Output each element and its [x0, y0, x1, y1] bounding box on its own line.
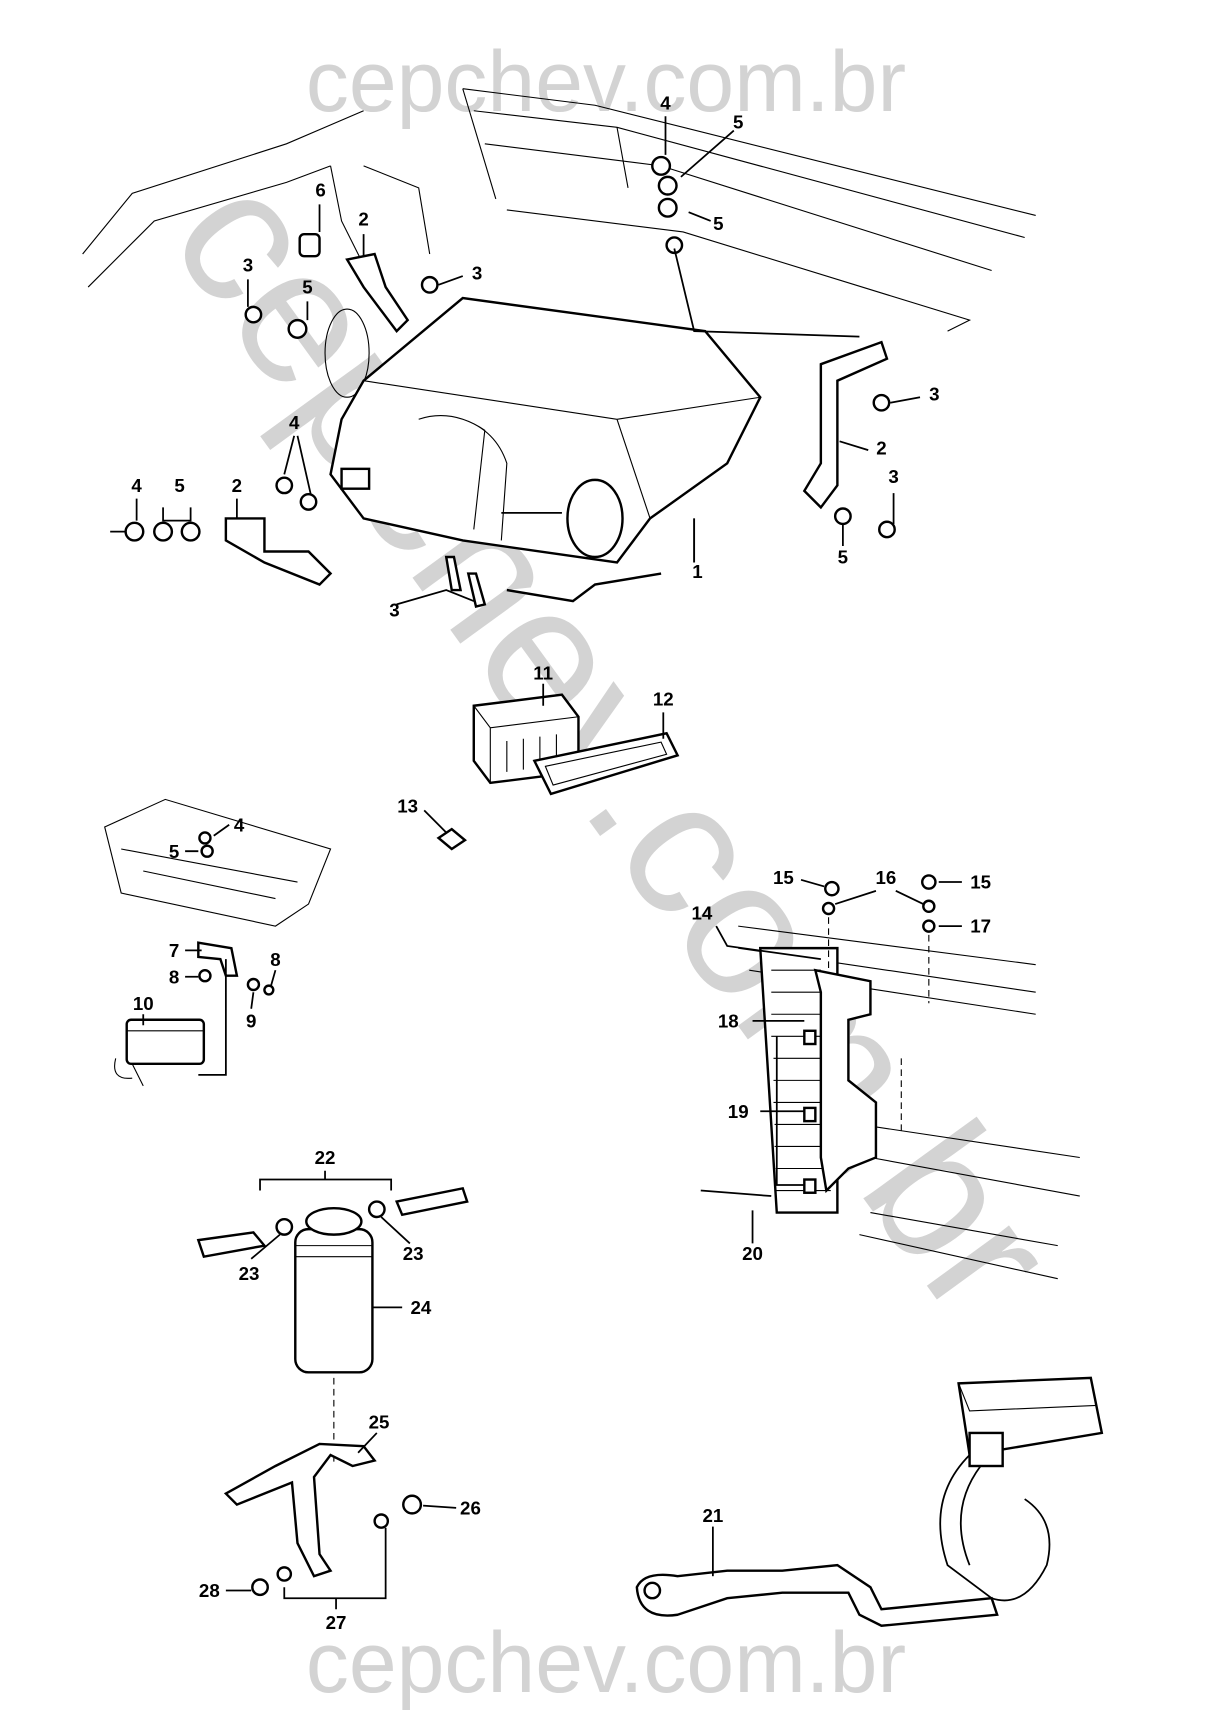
callout-10: 10: [133, 993, 154, 1014]
callout-23: 23: [403, 1243, 424, 1264]
callout-24: 24: [410, 1297, 431, 1318]
callout-3: 3: [888, 466, 898, 487]
leader-lines-top: [110, 116, 921, 606]
callout-20: 20: [742, 1243, 763, 1264]
watermark-bottom: cepchev.com.br: [306, 1615, 906, 1711]
bracket-left-lower: [224, 517, 333, 586]
bracket-left-upper: [345, 252, 410, 333]
callout-28: 28: [199, 1580, 220, 1601]
callout-15: 15: [970, 872, 991, 893]
wiring-harness: [635, 1376, 1104, 1628]
callout-5: 5: [174, 475, 184, 496]
callout-8: 8: [270, 949, 280, 970]
callout-4: 4: [234, 814, 245, 835]
control-panel-assembly: [423, 683, 680, 851]
callout-11: 11: [533, 662, 553, 683]
condenser-assembly: [700, 874, 1080, 1280]
callout-4: 4: [131, 475, 142, 496]
callout-5: 5: [169, 841, 179, 862]
callout-3: 3: [929, 384, 939, 405]
callout-4: 4: [660, 93, 671, 114]
firewall-body-panel: [82, 88, 1036, 398]
callout-6: 6: [315, 180, 325, 201]
callout-18: 18: [718, 1010, 739, 1031]
callout-12: 12: [653, 689, 674, 710]
heater-assembly: [329, 296, 762, 603]
callout-5: 5: [302, 277, 312, 298]
callout-8: 8: [169, 966, 179, 987]
callout-2: 2: [232, 475, 242, 496]
callout-4: 4: [289, 412, 300, 433]
callout-labels: 4 5 5 6 2 3 3 5 3 2 3 5 1 4 4 5 2 3 11 1…: [131, 93, 991, 1633]
callout-3: 3: [389, 599, 399, 620]
receiver-drier-assembly: [196, 1170, 469, 1610]
callout-16: 16: [875, 867, 896, 888]
callout-27: 27: [326, 1612, 347, 1633]
callout-3: 3: [243, 255, 253, 276]
callout-15: 15: [773, 867, 794, 888]
callout-7: 7: [169, 940, 179, 961]
callout-26: 26: [460, 1497, 481, 1518]
callout-5: 5: [713, 213, 723, 234]
callout-5: 5: [838, 547, 848, 568]
watermark-top: cepchev.com.br: [306, 34, 906, 130]
callout-19: 19: [728, 1101, 749, 1122]
callout-2: 2: [358, 208, 368, 229]
callout-22: 22: [315, 1147, 336, 1168]
fasteners-top: [124, 155, 896, 609]
callout-14: 14: [691, 902, 712, 923]
callout-23: 23: [239, 1263, 260, 1284]
callout-3: 3: [472, 262, 482, 283]
callout-17: 17: [970, 916, 991, 937]
callout-5: 5: [733, 111, 743, 132]
callout-2: 2: [876, 438, 886, 459]
callout-13: 13: [397, 796, 418, 817]
floor-panel-relay: [104, 798, 332, 1087]
callout-25: 25: [369, 1412, 390, 1433]
bracket-right: [802, 340, 889, 510]
callout-21: 21: [702, 1505, 723, 1526]
callout-1: 1: [692, 561, 702, 582]
callout-9: 9: [246, 1010, 256, 1031]
